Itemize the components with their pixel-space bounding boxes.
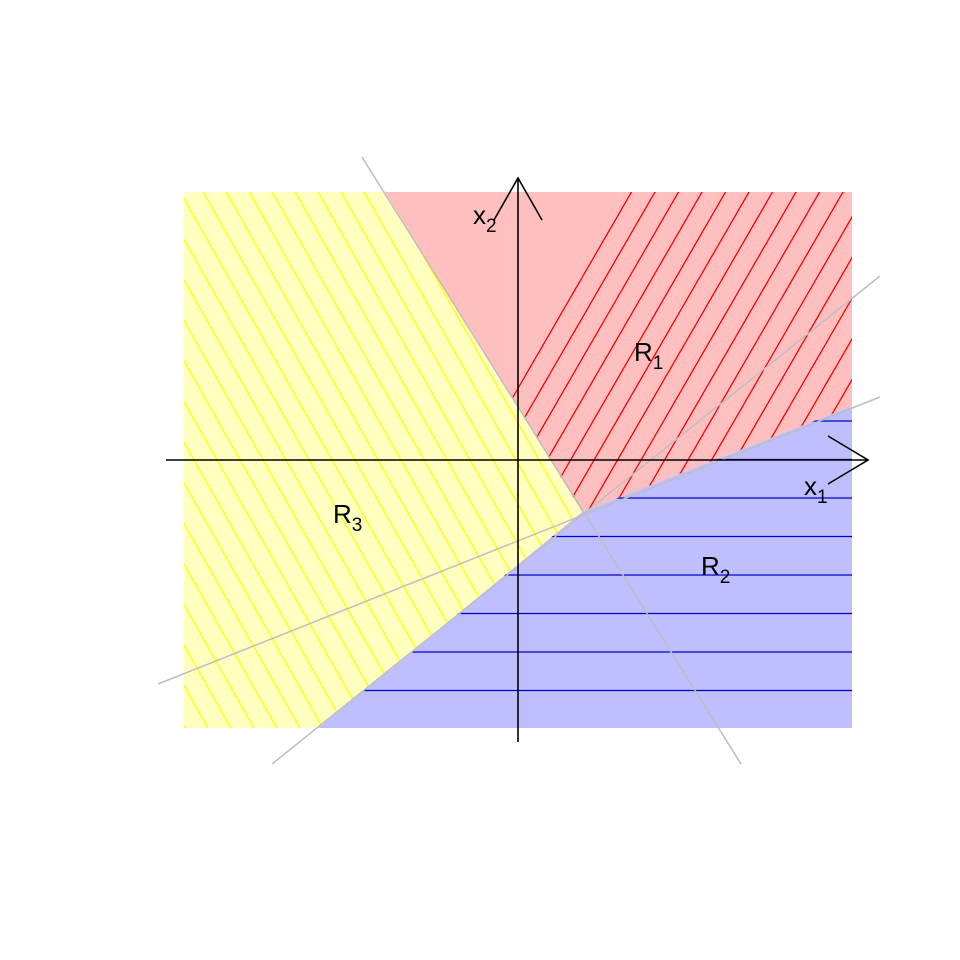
axes [166,176,870,742]
hatch-line [184,192,250,728]
hatch-line [184,192,296,728]
hatch-line [420,192,792,512]
hatch-line [891,160,960,800]
hatch-line [184,192,273,728]
hatch-line [843,192,852,512]
y-axis-arrowhead [493,176,543,221]
region-r1-fill [385,192,852,512]
boundary-r1-r2 [271,275,881,765]
hatch-line [0,160,180,760]
hatch-line [184,192,319,728]
region-r2-fill [318,406,852,728]
hatch-line [184,192,342,728]
boundary-r2-r3 [157,396,881,685]
hatch-line [915,160,960,800]
x-axis-arrowhead [827,435,870,485]
region-r2-label: R2 [701,551,730,588]
hatch-line [938,160,960,800]
x-axis-label: x1 [804,471,828,508]
y-axis-label: x2 [473,200,497,237]
hatch-line [443,192,816,512]
hatch-line [868,160,960,800]
region-r1-label: R1 [634,337,663,374]
hatch-line [467,192,839,512]
region-r3-label: R3 [333,499,362,536]
hatch-line [396,192,769,512]
